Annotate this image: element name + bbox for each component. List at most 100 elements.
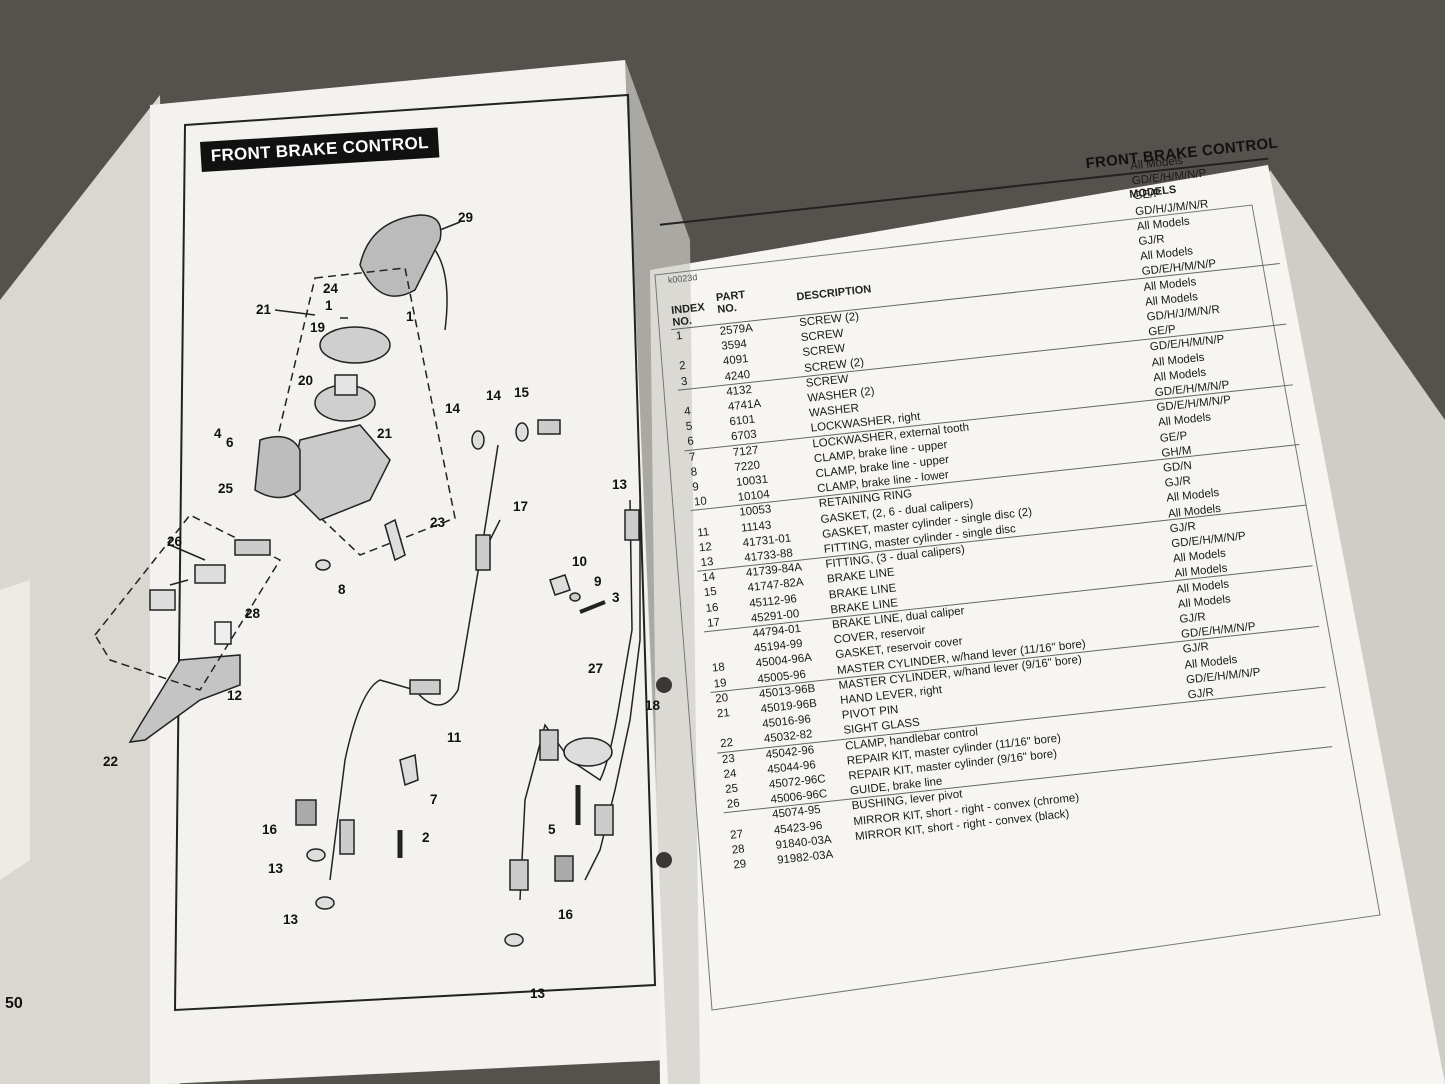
callout-label: 26 [167,534,183,549]
callout-label: 27 [588,661,603,676]
index-cell: 21 [716,707,731,721]
description-cell: WASHER [808,402,860,420]
callout-label: 5 [548,822,556,837]
callout-label: 19 [310,320,325,335]
index-cell: 2 [678,360,687,373]
models-cell: GJ/R [1169,520,1197,536]
part-cell: 45016-96 [761,713,812,731]
callout-label: 23 [430,515,446,530]
part-cell: 4132 [725,383,753,399]
callout-label: 25 [218,481,234,496]
callout-label: 2 [422,830,430,845]
callout-label: 17 [513,499,528,514]
binding-hole [656,677,672,693]
index-cell: 29 [732,858,747,872]
header-part: PART NO. [715,288,746,316]
models-cell: GD/N [1162,459,1193,475]
callout-label: 13 [283,912,299,927]
index-cell: 17 [706,616,721,630]
part-cell: 4741A [727,397,762,414]
index-cell: 8 [690,465,698,479]
callout-label: 6 [226,435,234,450]
callout-label: 15 [514,385,530,400]
callout-label: 1 [406,309,414,324]
callout-label: 24 [323,281,339,296]
models-cell: GJ/R [1182,641,1210,657]
models-cell: GE/P [1132,187,1162,203]
description-cell: SCREW [801,342,846,360]
index-cell: 28 [731,843,746,857]
callout-label: 14 [445,401,461,416]
index-cell: 7 [688,450,697,464]
index-cell: 5 [685,420,693,434]
part-cell: 2579A [719,322,754,338]
part-cell: 10053 [738,503,772,520]
callout-label: 11 [447,730,462,745]
index-cell: 13 [700,555,715,570]
drawing-code: k0023d [667,272,698,286]
callout-label: 13 [530,986,546,1001]
callout-label: 4 [214,426,222,441]
index-cell: 4 [683,405,692,419]
callout-label: 13 [268,861,284,876]
part-cell: 3594 [720,338,748,353]
index-cell: 18 [711,661,726,676]
index-cell: 1 [675,329,684,343]
part-cell: 6101 [728,413,756,429]
index-cell: 23 [721,752,736,766]
part-cell: 4091 [722,353,750,369]
parts-table: FRONT BRAKE CONTROL k0023d MODELS INDEX … [655,98,1445,1005]
callout-label: 22 [103,754,118,769]
models-cell: All Models [1136,215,1191,233]
callout-label: 28 [245,606,261,621]
callout-label: 14 [486,388,502,403]
header-description: DESCRIPTION [795,283,872,304]
index-cell: 22 [719,737,734,751]
callout-label: 13 [612,477,628,492]
part-cell: 45194-99 [753,637,804,656]
page-number: 50 [5,995,23,1012]
part-cell: 45423-96 [773,819,823,837]
index-cell: 27 [729,827,744,842]
part-cell: 7127 [732,444,760,459]
callout-label: 10 [572,554,587,569]
index-cell: 6 [686,435,695,449]
left-page [150,60,668,1084]
part-cell: 45112-96 [748,592,798,610]
callout-label: 8 [338,582,346,597]
index-cell: 3 [680,375,688,388]
part-cell: 41731-01 [742,532,792,550]
index-cell: 12 [698,540,713,555]
description-cell: SCREW [800,327,845,345]
part-cell: 10031 [735,473,769,489]
part-cell: 91982-03A [776,848,834,867]
header-index: INDEX NO. [670,301,706,329]
index-cell: 11 [696,525,710,540]
part-cell: 7220 [733,459,761,474]
models-cell: GE/P [1159,429,1188,445]
callout-label: 21 [377,426,393,441]
callout-label: 7 [430,792,438,807]
callout-label: 1 [325,298,333,313]
models-cell: All Models [1177,593,1232,611]
binding-hole [656,852,672,868]
models-cell: GJ/R [1164,475,1192,490]
callout-label: 3 [612,590,620,605]
index-cell: 16 [704,601,719,615]
index-cell: 9 [691,481,700,494]
index-cell: 10 [693,495,708,509]
row-divider [690,444,1300,512]
index-cell: 15 [703,586,718,600]
callout-label: 18 [645,698,661,713]
callout-label: 29 [458,210,473,225]
callout-label: 21 [256,302,272,317]
index-cell: 26 [726,797,741,812]
models-cell: GJ/R [1178,611,1207,626]
callout-label: 16 [558,907,574,922]
callout-label: 12 [227,688,242,703]
part-cell: 11143 [740,519,772,535]
callout-label: 9 [594,574,602,589]
index-cell: 24 [722,767,738,781]
